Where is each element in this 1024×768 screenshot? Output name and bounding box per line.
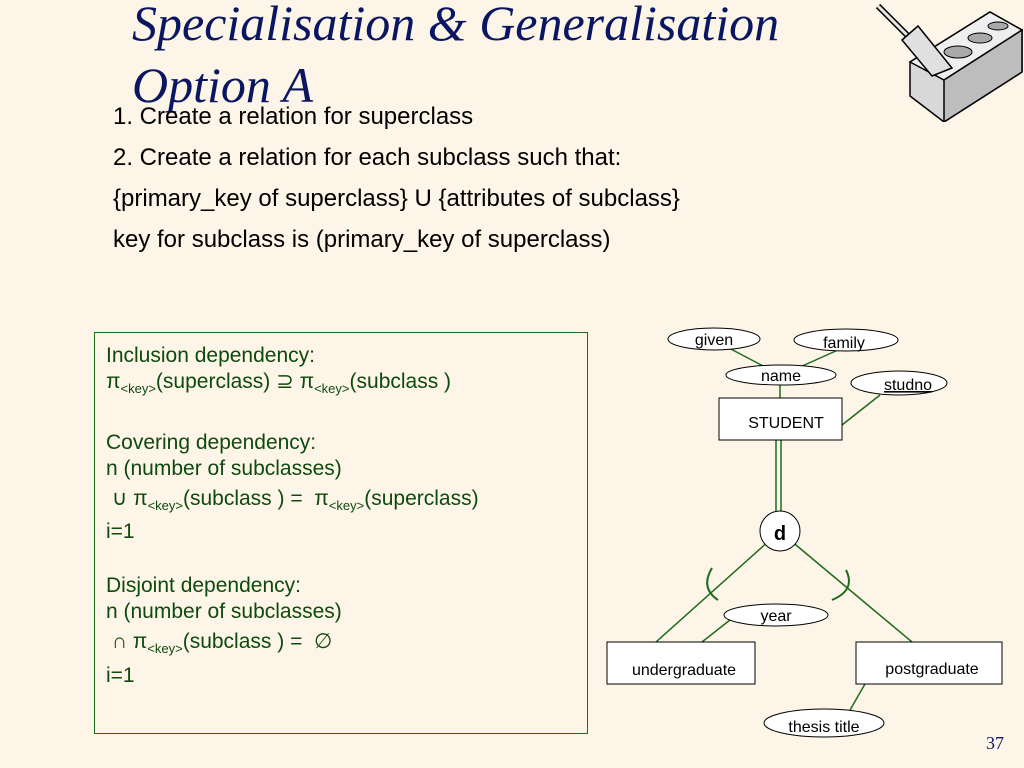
trowel-brick-icon [875,3,1024,122]
inclusion-heading: Inclusion dependency: [106,344,315,367]
attr-year-label: year [760,608,792,625]
covering-heading: Covering dependency: [106,431,317,455]
subset-arc-left [706,567,719,601]
disjoint-upper-limit: n (number of subclasses) [106,600,342,624]
slide-title: Specialisation & Generalisation Option A [132,0,780,113]
bullet-item: 1. Create a relation for superclass [113,103,474,130]
entity-student-label: STUDENT [748,415,824,432]
bullet-item: 2. Create a relation for each subclass s… [113,144,622,171]
entity-undergraduate-label: undergraduate [632,662,736,679]
attr-given-label: given [695,332,733,349]
entity-postgraduate [855,641,1003,685]
dependency-box: Inclusion dependency: π<key>(superclass)… [94,332,588,734]
attr-thesis-title [763,708,885,738]
subset-arc-right [831,569,850,601]
attr-family-label: family [823,335,865,352]
covering-upper-limit: n (number of subclasses) [106,457,342,481]
attr-studno-label: studno [884,377,932,394]
disjoint-circle [759,510,801,552]
disjoint-label: d [774,523,786,545]
covering-formula: ∪ π<key>(subclass ) = π<key>(superclass) [111,487,479,514]
attr-thesis-title-label: thesis title [788,719,859,736]
attr-family [793,328,899,352]
bullet-item: {primary_key of superclass} U {attribute… [113,185,680,212]
attr-name-label: name [761,368,801,385]
disjoint-lower-limit: i=1 [106,663,135,687]
entity-undergraduate [606,641,756,685]
entity-student [718,397,843,441]
bullet-list: 1. Create a relation for superclass 2. C… [113,100,680,264]
attr-year [723,603,829,627]
disjoint-formula: ∩ π<key>(subclass ) = ∅ [111,630,333,657]
covering-lower-limit: i=1 [106,520,135,544]
bullet-item: key for subclass is (primary_key of supe… [113,226,611,253]
page-number: 37 [986,733,1004,753]
entity-postgraduate-label: postgraduate [885,661,979,678]
attr-studno [850,370,948,396]
disjoint-heading: Disjoint dependency: [106,574,301,598]
attr-name [725,364,837,386]
inclusion-formula: π<key>(superclass) ⊇ π<key>(subclass ) [106,370,452,397]
attr-given [667,327,761,351]
